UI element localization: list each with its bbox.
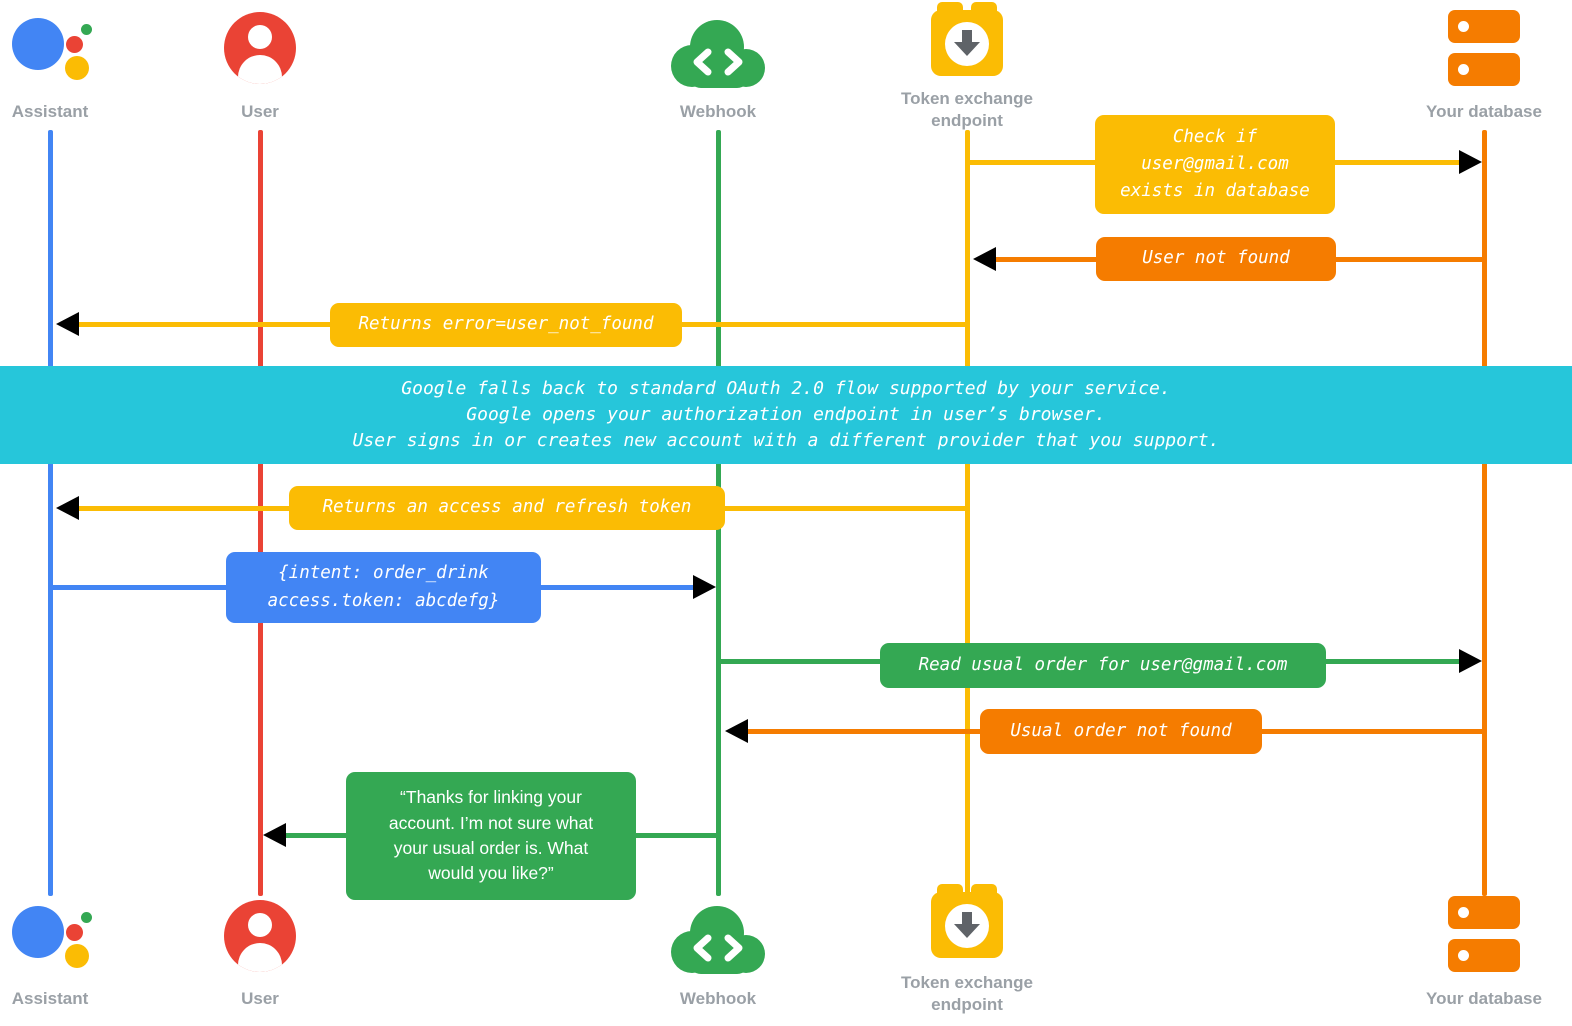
actor-label-database-bottom: Your database bbox=[1426, 989, 1542, 1008]
assistant-red-dot bbox=[66, 924, 83, 941]
lifeline-token-endpoint bbox=[965, 130, 970, 896]
lifeline-assistant bbox=[48, 130, 53, 896]
arrowhead-left-icon bbox=[56, 312, 79, 336]
user-shoulders bbox=[238, 943, 282, 972]
arrowhead-left-icon bbox=[973, 247, 996, 271]
database-bar bbox=[1448, 53, 1520, 86]
assistant-blue-dot bbox=[12, 18, 64, 70]
assistant-blue-dot bbox=[12, 906, 64, 958]
webhook-cloud-icon bbox=[671, 20, 765, 88]
database-bar bbox=[1448, 939, 1520, 972]
database-icon bbox=[1448, 10, 1520, 86]
message-label-thanks-quote: “Thanks for linking your account. I’m no… bbox=[346, 772, 636, 900]
database-icon bbox=[1448, 896, 1520, 972]
message-label-read-order: Read usual order for user@gmail.com bbox=[880, 643, 1326, 688]
message-label-order-not-found: Usual order not found bbox=[980, 709, 1262, 754]
message-label-returns-error: Returns error=user_not_found bbox=[330, 303, 682, 347]
database-dot bbox=[1458, 950, 1469, 961]
assistant-red-dot bbox=[66, 36, 83, 53]
token-exchange-icon bbox=[931, 2, 1003, 76]
user-shoulders bbox=[238, 55, 282, 84]
lifeline-database bbox=[1482, 130, 1487, 896]
database-dot bbox=[1458, 21, 1469, 32]
actor-label-assistant-top: Assistant bbox=[11, 102, 89, 121]
actor-label-token-top: Token exchange endpoint bbox=[901, 89, 1033, 131]
arrowhead-left-icon bbox=[56, 496, 79, 520]
arrowhead-right-icon bbox=[693, 575, 716, 599]
database-bar bbox=[1448, 10, 1520, 43]
user-avatar-icon bbox=[224, 900, 296, 972]
message-label-returns-tokens: Returns an access and refresh token bbox=[289, 486, 725, 530]
lifeline-user bbox=[258, 130, 263, 896]
assistant-yellow-dot bbox=[65, 944, 89, 968]
actor-label-database-top: Your database bbox=[1426, 102, 1542, 121]
arrowhead-left-icon bbox=[263, 823, 286, 847]
actor-label-token-bottom: Token exchange endpoint bbox=[901, 973, 1033, 1015]
assistant-yellow-dot bbox=[65, 56, 89, 80]
webhook-cloud-icon bbox=[671, 906, 765, 974]
actor-label-webhook-top: Webhook bbox=[679, 102, 757, 121]
google-assistant-icon bbox=[8, 894, 98, 976]
arrowhead-right-icon bbox=[1459, 150, 1482, 174]
actor-label-user-top: User bbox=[241, 102, 279, 121]
user-head bbox=[248, 25, 272, 49]
assistant-green-dot bbox=[81, 912, 92, 923]
google-assistant-icon bbox=[8, 6, 98, 88]
database-dot bbox=[1458, 907, 1469, 918]
user-avatar-icon bbox=[224, 12, 296, 84]
message-label-user-not-found: User not found bbox=[1096, 237, 1336, 281]
message-label-check-user: Check if user@gmail.com exists in databa… bbox=[1095, 115, 1335, 214]
arrowhead-left-icon bbox=[725, 719, 748, 743]
database-dot bbox=[1458, 64, 1469, 75]
message-label-intent: {intent: order_drink access.token: abcde… bbox=[226, 552, 541, 623]
actor-label-webhook-bottom: Webhook bbox=[679, 989, 757, 1008]
arrowhead-right-icon bbox=[1459, 649, 1482, 673]
assistant-green-dot bbox=[81, 24, 92, 35]
actor-label-assistant-bottom: Assistant bbox=[11, 989, 89, 1008]
oauth-fallback-note-banner: Google falls back to standard OAuth 2.0 … bbox=[0, 366, 1572, 464]
user-head bbox=[248, 913, 272, 937]
actor-label-user-bottom: User bbox=[241, 989, 279, 1008]
database-bar bbox=[1448, 896, 1520, 929]
token-exchange-icon bbox=[931, 884, 1003, 958]
